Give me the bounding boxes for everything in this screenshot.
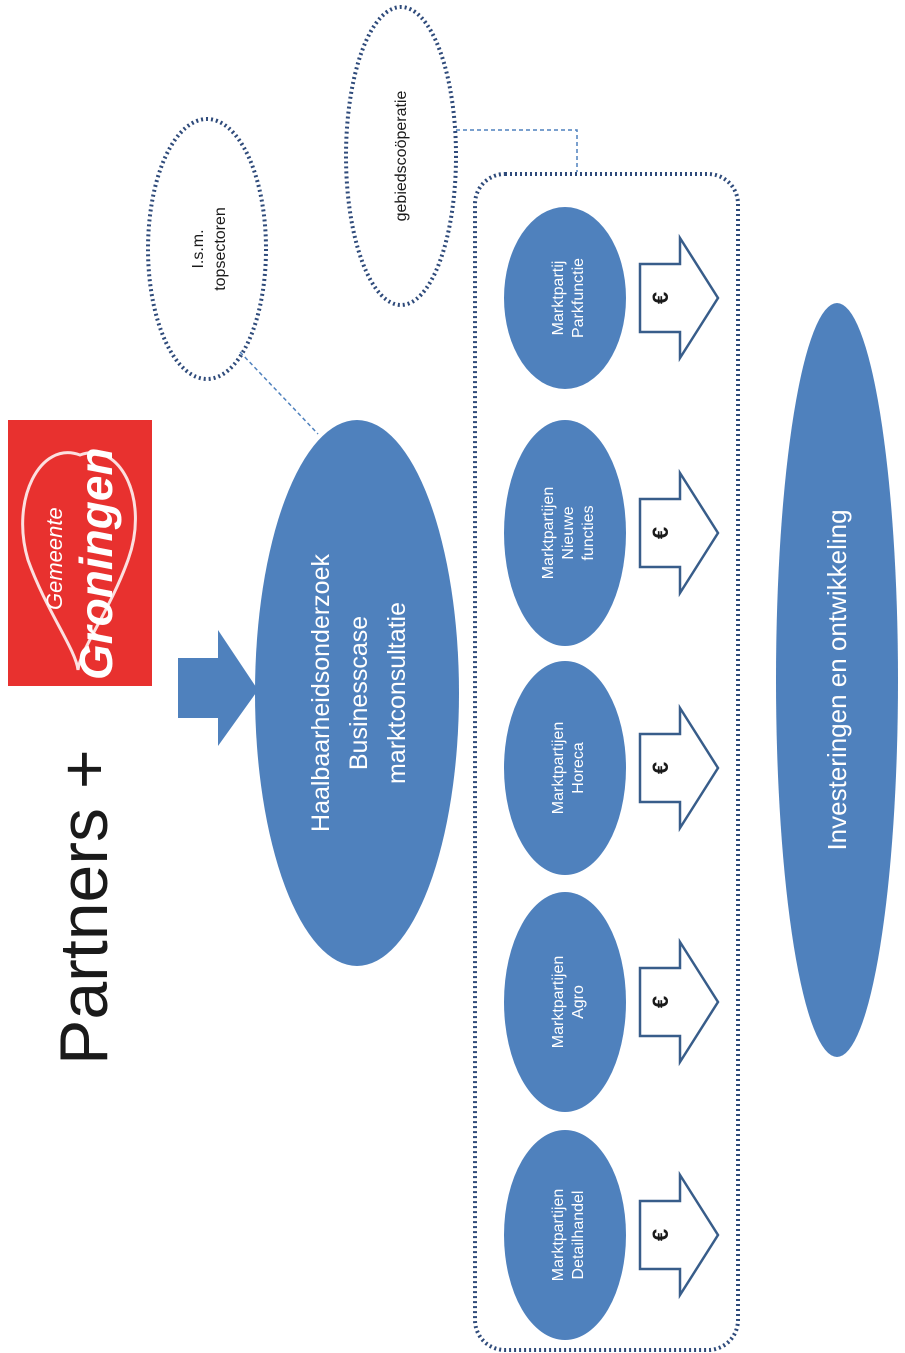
euro-arrow-icon xyxy=(638,703,720,833)
callout-topsectoren-line1: I.s.m. xyxy=(190,229,207,268)
market-party-ellipse xyxy=(504,1130,626,1340)
connector-cooperatie xyxy=(456,129,578,172)
central-line1: Haalbaarheidsonderzoek xyxy=(307,554,335,832)
euro-arrow-icon xyxy=(638,233,720,363)
euro-symbol: € xyxy=(648,1229,673,1241)
market-party-item: Marktpartijen Agro € xyxy=(504,892,720,1112)
market-party-line1: Marktpartijen xyxy=(540,487,557,579)
market-party-line3: functies xyxy=(580,505,597,560)
logo-line1: Gemeente xyxy=(42,507,67,610)
euro-symbol: € xyxy=(648,762,673,774)
market-party-line2: Agro xyxy=(570,985,587,1019)
market-party-ellipse xyxy=(504,420,626,646)
logo-background xyxy=(8,420,152,686)
title-text: Partners + xyxy=(46,749,122,1065)
market-parties-container xyxy=(473,172,740,1352)
market-party-line2: Parkfunctie xyxy=(570,258,587,338)
gemeente-groningen-logo: Gemeente Groningen xyxy=(8,420,152,686)
euro-symbol: € xyxy=(648,527,673,539)
market-party-line1: Marktpartijen xyxy=(550,1189,567,1281)
central-ellipse xyxy=(255,420,459,966)
euro-symbol: € xyxy=(648,292,673,304)
market-party-ellipse xyxy=(504,892,626,1112)
market-party-line1: Marktpartijen xyxy=(550,956,567,1048)
market-party-line1: Marktpartijen xyxy=(550,722,567,814)
market-party-item: Marktpartij Parkfunctie € xyxy=(504,207,720,389)
market-party-line2: Detailhandel xyxy=(570,1191,587,1280)
central-line3: marktconsultatie xyxy=(383,602,411,784)
market-party-line2: Nieuwe xyxy=(560,506,577,559)
callout-topsectoren-ellipse xyxy=(146,117,268,381)
flow-arrow-icon xyxy=(178,630,258,746)
central-line2: Businesscase xyxy=(345,616,373,770)
market-party-line2: Horeca xyxy=(570,742,587,794)
euro-arrow-icon xyxy=(638,468,720,598)
market-party-item: Marktpartijen Horeca € xyxy=(504,661,720,875)
callout-cooperatie-ellipse xyxy=(344,5,458,307)
market-party-line1: Marktpartij xyxy=(550,261,567,336)
market-party-ellipse xyxy=(504,661,626,875)
euro-arrow-icon xyxy=(638,937,720,1067)
callout-cooperatie-label: gebiedscoöperatie xyxy=(393,91,410,222)
result-ellipse xyxy=(776,303,898,1057)
result-label: Investeringen en ontwikkeling xyxy=(822,509,852,850)
euro-arrow-icon xyxy=(638,1170,720,1300)
connector-topsectoren xyxy=(239,351,319,435)
market-party-item: Marktpartijen Detailhandel € xyxy=(504,1130,720,1340)
logo-line2: Groningen xyxy=(70,447,122,680)
callout-topsectoren-line2: topsectoren xyxy=(212,207,229,291)
logo-heart-icon xyxy=(21,451,137,671)
market-party-ellipse xyxy=(504,207,626,389)
market-party-item: Marktpartijen Nieuwe functies € xyxy=(504,420,720,646)
euro-symbol: € xyxy=(648,996,673,1008)
